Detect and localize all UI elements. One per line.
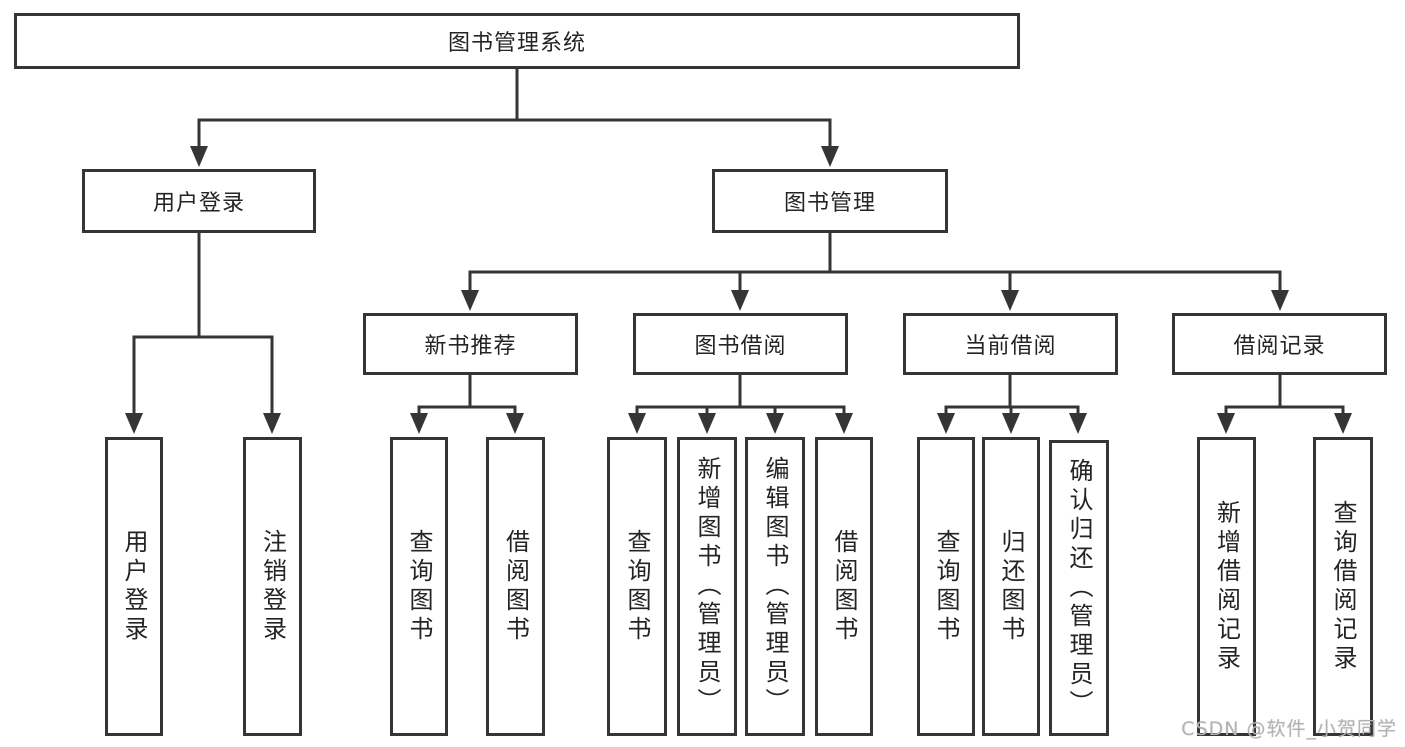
connector-lines xyxy=(132,66,1345,418)
node-label: 新增图书（管理员） xyxy=(693,456,721,717)
arrow-down-icon xyxy=(698,413,716,434)
node-leaf-bb-query-books: 查询图书 xyxy=(607,437,667,736)
node-label: 查询借阅记录 xyxy=(1329,499,1357,674)
node-book-management: 图书管理 xyxy=(712,169,948,233)
arrow-down-icon xyxy=(1334,413,1352,434)
node-leaf-cb-confirm-return-admin: 确认归还（管理员） xyxy=(1049,440,1109,736)
node-label: 借阅图书 xyxy=(830,528,858,645)
node-root: 图书管理系统 xyxy=(14,13,1020,69)
arrow-down-icon xyxy=(1271,290,1289,311)
arrow-down-icon xyxy=(835,413,853,434)
node-leaf-bb-borrow-books: 借阅图书 xyxy=(815,437,873,736)
arrow-down-icon xyxy=(937,413,955,434)
node-leaf-logout: 注销登录 xyxy=(243,437,302,736)
node-borrow-records: 借阅记录 xyxy=(1172,313,1387,375)
node-label: 图书管理系统 xyxy=(447,31,586,56)
node-new-book-recommend: 新书推荐 xyxy=(363,313,578,375)
node-user-login: 用户登录 xyxy=(82,169,316,233)
node-leaf-br-add-record: 新增借阅记录 xyxy=(1197,437,1256,736)
arrow-down-icon xyxy=(506,413,524,434)
node-leaf-nbr-borrow-books: 借阅图书 xyxy=(486,437,545,736)
node-label: 注销登录 xyxy=(258,528,287,645)
arrow-down-icon xyxy=(125,413,143,434)
node-book-borrow: 图书借阅 xyxy=(633,313,848,375)
node-label: 新书推荐 xyxy=(424,334,517,359)
arrow-down-icon xyxy=(461,290,479,311)
node-leaf-cb-return-books: 归还图书 xyxy=(982,437,1040,736)
node-leaf-cb-query-books: 查询图书 xyxy=(917,437,975,736)
node-label: 用户登录 xyxy=(120,528,148,645)
node-leaf-bb-add-books-admin: 新增图书（管理员） xyxy=(677,437,737,736)
node-label: 编辑图书（管理员） xyxy=(761,456,789,717)
node-leaf-bb-edit-books-admin: 编辑图书（管理员） xyxy=(745,437,805,736)
node-label: 图书管理 xyxy=(783,191,876,216)
arrow-down-icon xyxy=(190,146,208,167)
arrow-down-icon xyxy=(821,146,839,167)
node-label: 确认归还（管理员） xyxy=(1065,457,1093,719)
node-leaf-br-query-record: 查询借阅记录 xyxy=(1313,437,1373,736)
node-label: 查询图书 xyxy=(623,528,651,645)
node-label: 归还图书 xyxy=(997,528,1025,645)
node-label: 新增借阅记录 xyxy=(1212,499,1241,674)
node-label: 用户登录 xyxy=(152,191,245,216)
arrow-down-icon xyxy=(1002,413,1020,434)
arrow-down-icon xyxy=(410,413,428,434)
node-current-borrow: 当前借阅 xyxy=(903,313,1118,375)
csdn-watermark: CSDN @软件_小贺同学 xyxy=(1181,718,1397,740)
arrow-down-icon xyxy=(1001,290,1019,311)
arrow-down-icon xyxy=(766,413,784,434)
node-label: 查询图书 xyxy=(405,528,433,645)
node-label: 查询图书 xyxy=(932,528,960,645)
arrow-down-icons xyxy=(125,146,1352,434)
node-leaf-nbr-query-books: 查询图书 xyxy=(390,437,448,736)
arrow-down-icon xyxy=(1069,413,1087,434)
arrow-down-icon xyxy=(263,413,281,434)
arrow-down-icon xyxy=(628,413,646,434)
node-label: 图书借阅 xyxy=(694,334,787,359)
node-label: 借阅图书 xyxy=(501,528,530,645)
arrow-down-icon xyxy=(1217,413,1235,434)
node-label: 借阅记录 xyxy=(1233,334,1326,359)
arrow-down-icon xyxy=(731,290,749,311)
node-leaf-user-login: 用户登录 xyxy=(105,437,163,736)
node-label: 当前借阅 xyxy=(964,334,1057,359)
